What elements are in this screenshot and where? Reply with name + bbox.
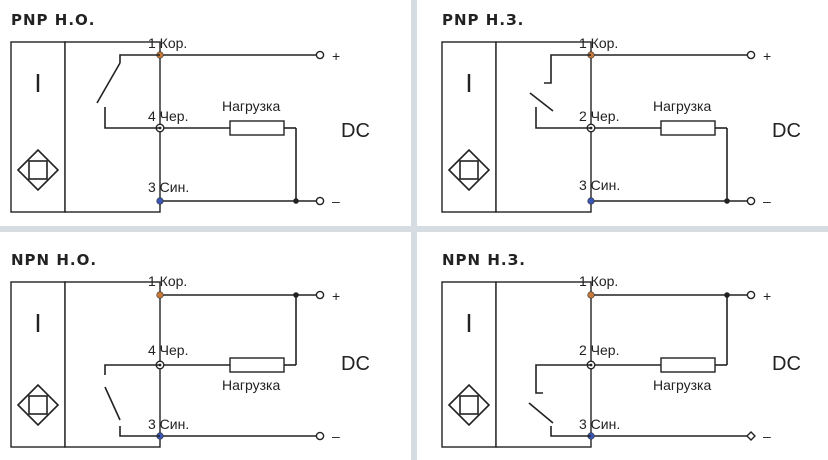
wire-junction: [293, 198, 299, 204]
terminal-label-brown: 1 Кор.: [579, 35, 618, 51]
wire-junction: [724, 292, 730, 298]
wiring-panel: PNP Н.О. I 1 Кор. 4 Чер. 3 Син. Нагрузка + – DC: [10, 11, 370, 213]
coil-square-icon: [459, 160, 479, 180]
terminal-blue: [156, 197, 164, 205]
switch-wire: [550, 54, 591, 63]
switch-wire: [535, 375, 543, 394]
sensor-symbol: I: [465, 308, 472, 338]
supply-terminal: [315, 431, 325, 441]
sensor-body-left: [441, 41, 497, 213]
terminal-label-blue: 3 Син.: [148, 416, 189, 432]
terminal-blue: [587, 197, 595, 205]
switch-contact-open: [104, 386, 121, 421]
terminal-label-brown: 1 Кор.: [148, 35, 187, 51]
supply-terminal: [746, 431, 756, 441]
terminal-brown: [587, 291, 595, 299]
terminal-label-brown: 1 Кор.: [148, 273, 187, 289]
supply-label: DC: [772, 120, 801, 142]
supply-terminal: [315, 50, 325, 60]
inductive-sensor-icon: [16, 148, 60, 192]
supply-label: DC: [772, 353, 801, 375]
terminal-label-blue: 3 Син.: [148, 179, 189, 195]
sensor-body-right: [64, 41, 161, 213]
load-label: Нагрузка: [653, 377, 711, 393]
switch-contact-closed: [529, 92, 554, 112]
load-resistor: [660, 357, 716, 373]
coil-square-icon: [28, 160, 48, 180]
switch-wire: [535, 107, 591, 129]
supply-terminal: [315, 290, 325, 300]
terminal-brown: [156, 291, 164, 299]
terminal-label-blue: 3 Син.: [579, 416, 620, 432]
sensor-symbol: I: [465, 68, 472, 98]
sensor-symbol: I: [34, 308, 41, 338]
sensor-body-right: [495, 41, 592, 213]
terminal-label-black: 2 Чер.: [579, 342, 619, 358]
panel-title: PNP Н.О.: [11, 11, 95, 29]
plus-sign: +: [763, 288, 771, 304]
load-resistor: [660, 120, 716, 136]
sensor-symbol: I: [34, 68, 41, 98]
panel-title: NPN Н.З.: [442, 251, 526, 269]
inductive-sensor-icon: [447, 383, 491, 427]
sensor-body-left: [10, 281, 66, 448]
terminal-label-blue: 3 Син.: [579, 177, 620, 193]
load-resistor: [229, 120, 285, 136]
minus-sign: –: [332, 193, 340, 209]
wiring-panel: PNP Н.З. I 1 Кор. 2 Чер. 3 Син. Нагрузка + – DC: [441, 11, 801, 213]
wiring-panel: NPN Н.О. I 1 Кор. 4 Чер. 3 Син. Нагрузка + – DC: [10, 251, 370, 448]
panel-title: PNP Н.З.: [442, 11, 524, 29]
wire-junction: [724, 198, 730, 204]
minus-sign: –: [763, 193, 771, 209]
switch-contact-closed: [528, 402, 554, 424]
switch-contact-open: [96, 62, 121, 104]
coil-square-icon: [459, 395, 479, 415]
supply-terminal: [746, 196, 756, 206]
load-label: Нагрузка: [222, 377, 280, 393]
switch-wire: [550, 426, 591, 437]
switch-wire: [535, 364, 591, 375]
terminal-label-black: 4 Чер.: [148, 108, 188, 124]
supply-label: DC: [341, 353, 370, 375]
terminal-label-black: 4 Чер.: [148, 342, 188, 358]
sensor-body-left: [10, 41, 66, 213]
supply-label: DC: [341, 120, 370, 142]
switch-wire: [119, 54, 160, 63]
quadrant-divider-horizontal: [0, 226, 828, 232]
load-label: Нагрузка: [653, 98, 711, 114]
panel-title: NPN Н.О.: [11, 251, 97, 269]
coil-square-icon: [28, 395, 48, 415]
inductive-sensor-icon: [447, 148, 491, 192]
switch-wire: [104, 364, 160, 375]
terminal-label-black: 2 Чер.: [579, 108, 619, 124]
supply-terminal: [746, 50, 756, 60]
inductive-sensor-icon: [16, 383, 60, 427]
minus-sign: –: [332, 428, 340, 444]
plus-sign: +: [763, 48, 771, 64]
plus-sign: +: [332, 48, 340, 64]
wire-junction: [293, 292, 299, 298]
sensor-body-left: [441, 281, 497, 448]
load-resistor: [229, 357, 285, 373]
supply-terminal: [315, 196, 325, 206]
switch-wire: [119, 426, 160, 437]
switch-wire: [104, 107, 160, 129]
wiring-panel: NPN Н.З. I 1 Кор. 2 Чер. 3 Син. Нагрузка + – DC: [441, 251, 801, 448]
switch-wire: [544, 63, 552, 84]
supply-terminal: [746, 290, 756, 300]
load-label: Нагрузка: [222, 98, 280, 114]
terminal-label-brown: 1 Кор.: [579, 273, 618, 289]
minus-sign: –: [763, 428, 771, 444]
plus-sign: +: [332, 288, 340, 304]
